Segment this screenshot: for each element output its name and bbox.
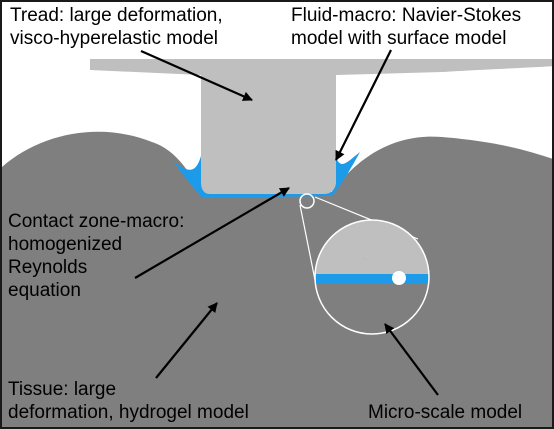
contact-zone-label: Contact zone-macro: homogenized Reynolds… [8, 210, 184, 302]
tissue-block [2, 131, 552, 427]
tissue-label-line-1: Tissue: large [8, 379, 117, 400]
tread-label-line-1: Tread: large deformation, [10, 5, 223, 26]
zoom-circle-outline [314, 219, 430, 335]
tread-arrow [140, 49, 253, 102]
tissue-label-line-2: deformation, hydrogel model [8, 402, 249, 423]
fluid-macro-label-line-2: model with surface model [291, 28, 507, 49]
micro-scale-label-line-1: Micro-scale model [368, 402, 523, 423]
fluid-macro-arrow [335, 49, 392, 161]
tread-label-line-2: visco-hyperelastic model [10, 28, 219, 49]
micro-scale-arrow [384, 323, 439, 396]
tissue-arrow [155, 302, 218, 379]
contact-zone-label-line-2: homogenized [8, 234, 123, 255]
contact-zone-label-line-3: Reynolds [8, 257, 88, 278]
fluid-macro-label-line-1: Fluid-macro: Navier-Stokes [291, 5, 522, 26]
contact-zone-label-line-4: equation [8, 280, 81, 301]
contact-point-marker [299, 193, 315, 209]
tread-block [90, 59, 552, 194]
fluid-macro-label: Fluid-macro: Navier-Stokes model with su… [291, 4, 521, 50]
contact-zone-arrow [134, 187, 290, 279]
contact-zone-label-line-1: Contact zone-macro: [8, 211, 185, 232]
tissue-label: Tissue: large deformation, hydrogel mode… [8, 378, 249, 424]
micro-scale-label: Micro-scale model [368, 401, 522, 424]
zoom-connector-left [299, 204, 316, 281]
tread-label: Tread: large deformation, visco-hyperela… [10, 4, 223, 50]
